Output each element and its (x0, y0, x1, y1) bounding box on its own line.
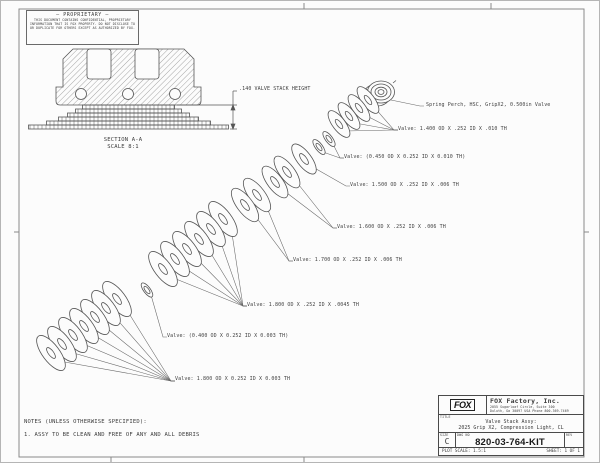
drawing-title-line2: 2025 Grip X2, Compression Light, CL (458, 425, 564, 432)
leader-line (102, 324, 175, 382)
proprietary-text-line: THIS DOCUMENT CONTAINS CONFIDENTIAL, PRO… (34, 18, 131, 22)
sheet-number: SHEET: 1 OF 1 (546, 449, 580, 455)
proprietary-title: — PROPRIETARY — (56, 12, 109, 18)
leader-line (69, 351, 175, 382)
leader-line (310, 165, 350, 187)
title-block-company-row: FOX FOX Factory, Inc. 2055 Sugarloaf Cir… (439, 396, 583, 414)
leader-line (113, 315, 175, 382)
callout-valve-0450: Valve: (0.450 OD X 0.252 ID X 0.010 TH) (344, 154, 466, 160)
section-a-a-view (28, 48, 229, 130)
callout-valve-1700: Valve: 1.700 OD X .252 ID X .006 TH (293, 257, 402, 263)
rev-cell: REV (565, 433, 583, 447)
washers-1700 (230, 187, 260, 223)
washers-1800-003 (36, 335, 66, 371)
callout-valve-1500: Valve: 1.500 OD X .252 ID X .006 TH (350, 182, 459, 188)
proprietary-notice: — PROPRIETARY — THIS DOCUMENT CONTAINS C… (26, 10, 139, 45)
notes-heading: NOTES (UNLESS OTHERWISE SPECIFIED): (24, 419, 147, 425)
fox-logo: FOX (449, 398, 475, 411)
washers-1800-0045 (196, 211, 226, 247)
callout-valve-1600: Valve: 1.600 OD X .252 ID X .006 TH (337, 224, 446, 230)
section-scale-label: SCALE 8:1 (107, 144, 139, 150)
washers-0450 (312, 139, 326, 155)
drawing-title-cell: TITLE Valve Stack Assy: 2025 Grip X2, Co… (439, 413, 583, 433)
leader-line (344, 129, 398, 132)
fox-logo-cell: FOX (439, 396, 487, 414)
stack-height-dimension-label: .140 VALVE STACK HEIGHT (239, 86, 311, 92)
callout-valve-1400: Valve: 1.400 OD X .252 ID X .010 TH (398, 126, 507, 132)
leader-line (252, 212, 293, 262)
proprietary-text-line: OR DUPLICATE FOR OTHERS EXCEPT AS AUTHOR… (30, 26, 135, 30)
spring-perch-leader (390, 99, 424, 107)
size-value: C (444, 437, 450, 447)
washers-1400 (327, 110, 351, 138)
dwg-number: 820-03-764-KIT (475, 436, 545, 448)
size-cell: SIZE C (439, 433, 456, 448)
dwg-label: DWG NO (457, 433, 470, 438)
plot-scale: PLOT SCALE: 1.5:1 (442, 449, 486, 455)
callout-valve-1800-0045: Valve: 1.800 OD X .252 ID X .0045 TH (247, 302, 359, 308)
callout-spring-perch: Spring Perch, HSC, GripX2, 0.500in Valve (426, 102, 551, 108)
rev-label: REV (566, 433, 573, 438)
section-label: SECTION A-A (103, 137, 143, 143)
washers-0450 (322, 131, 336, 147)
company-address-line1: 2055 Sugarloaf Circle, Suite 300 (490, 405, 555, 409)
washers-1800-0045 (148, 251, 178, 287)
washers-1600 (273, 155, 301, 189)
washers-1800-003 (91, 290, 121, 326)
leader-line (170, 276, 247, 307)
leader-line (264, 202, 293, 262)
company-address-line2: Duluth, Ga 30097 USA Phone 800-369-7469 (490, 409, 569, 414)
sheet-frame (14, 3, 589, 462)
washers-1800-003 (102, 281, 132, 317)
washers-1700 (242, 177, 272, 213)
drawing-title-line1: Valve Stack Assy: (485, 419, 537, 426)
leader-line (206, 246, 247, 307)
dwg-number-cell: DWG NO 820-03-764-KIT (456, 433, 565, 448)
callout-valve-1800-003: Valve: 1.800 OD X 0.252 ID X 0.003 TH (175, 376, 291, 382)
leader-line (282, 189, 337, 229)
washer-0400 (140, 282, 154, 298)
leader-line (150, 294, 167, 338)
exploded-washer-stack (36, 86, 398, 382)
washer-1500 (291, 143, 317, 175)
callout-valve-0400: Valve: (0.400 OD X 0.252 ID X 0.003 TH) (167, 333, 289, 339)
washers-1600 (261, 165, 289, 199)
valve-stack-cross-section (28, 104, 229, 130)
proprietary-text-line: INFORMATION THAT IS FOX PROPERTY. DO NOT… (30, 22, 135, 26)
title-block: FOX FOX Factory, Inc. 2055 Sugarloaf Cir… (438, 395, 584, 456)
size-label: SIZE (440, 433, 449, 438)
company-name: FOX Factory, Inc. (490, 397, 560, 405)
leader-line (322, 151, 344, 159)
notes-item-1: 1. ASSY TO BE CLEAN AND FREE OF ANY AND … (24, 432, 200, 438)
leader-line (58, 360, 175, 382)
stack-height-dimension (177, 90, 237, 130)
title-label: TITLE (440, 414, 451, 419)
